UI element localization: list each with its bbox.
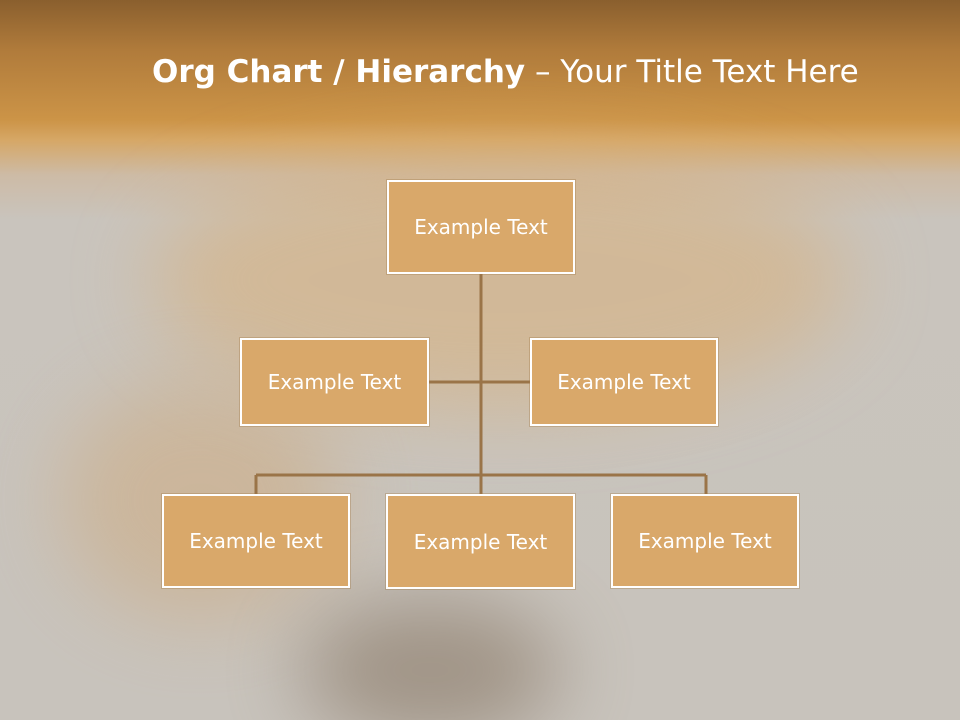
org-node-label: Example Text	[557, 370, 691, 394]
org-node-label: Example Text	[413, 529, 548, 554]
org-node-level3-center[interactable]: Example Text	[386, 494, 575, 589]
org-node-root[interactable]: Example Text	[387, 180, 575, 274]
org-node-level2-right[interactable]: Example Text	[530, 338, 718, 426]
slide-title: Org Chart / Hierarchy – Your Title Text …	[0, 54, 960, 90]
title-bold-part: Org Chart / Hierarchy	[152, 54, 526, 90]
title-rest: Your Title Text Here	[560, 54, 859, 90]
org-node-label: Example Text	[189, 529, 323, 553]
title-dash: –	[534, 54, 551, 90]
org-node-level3-left[interactable]: Example Text	[162, 494, 350, 588]
org-node-label: Example Text	[414, 215, 548, 239]
org-node-level3-right[interactable]: Example Text	[611, 494, 799, 588]
org-node-level2-left[interactable]: Example Text	[240, 338, 429, 426]
background-photo-glow	[300, 600, 560, 720]
org-node-label: Example Text	[267, 370, 402, 394]
org-node-label: Example Text	[638, 529, 772, 553]
